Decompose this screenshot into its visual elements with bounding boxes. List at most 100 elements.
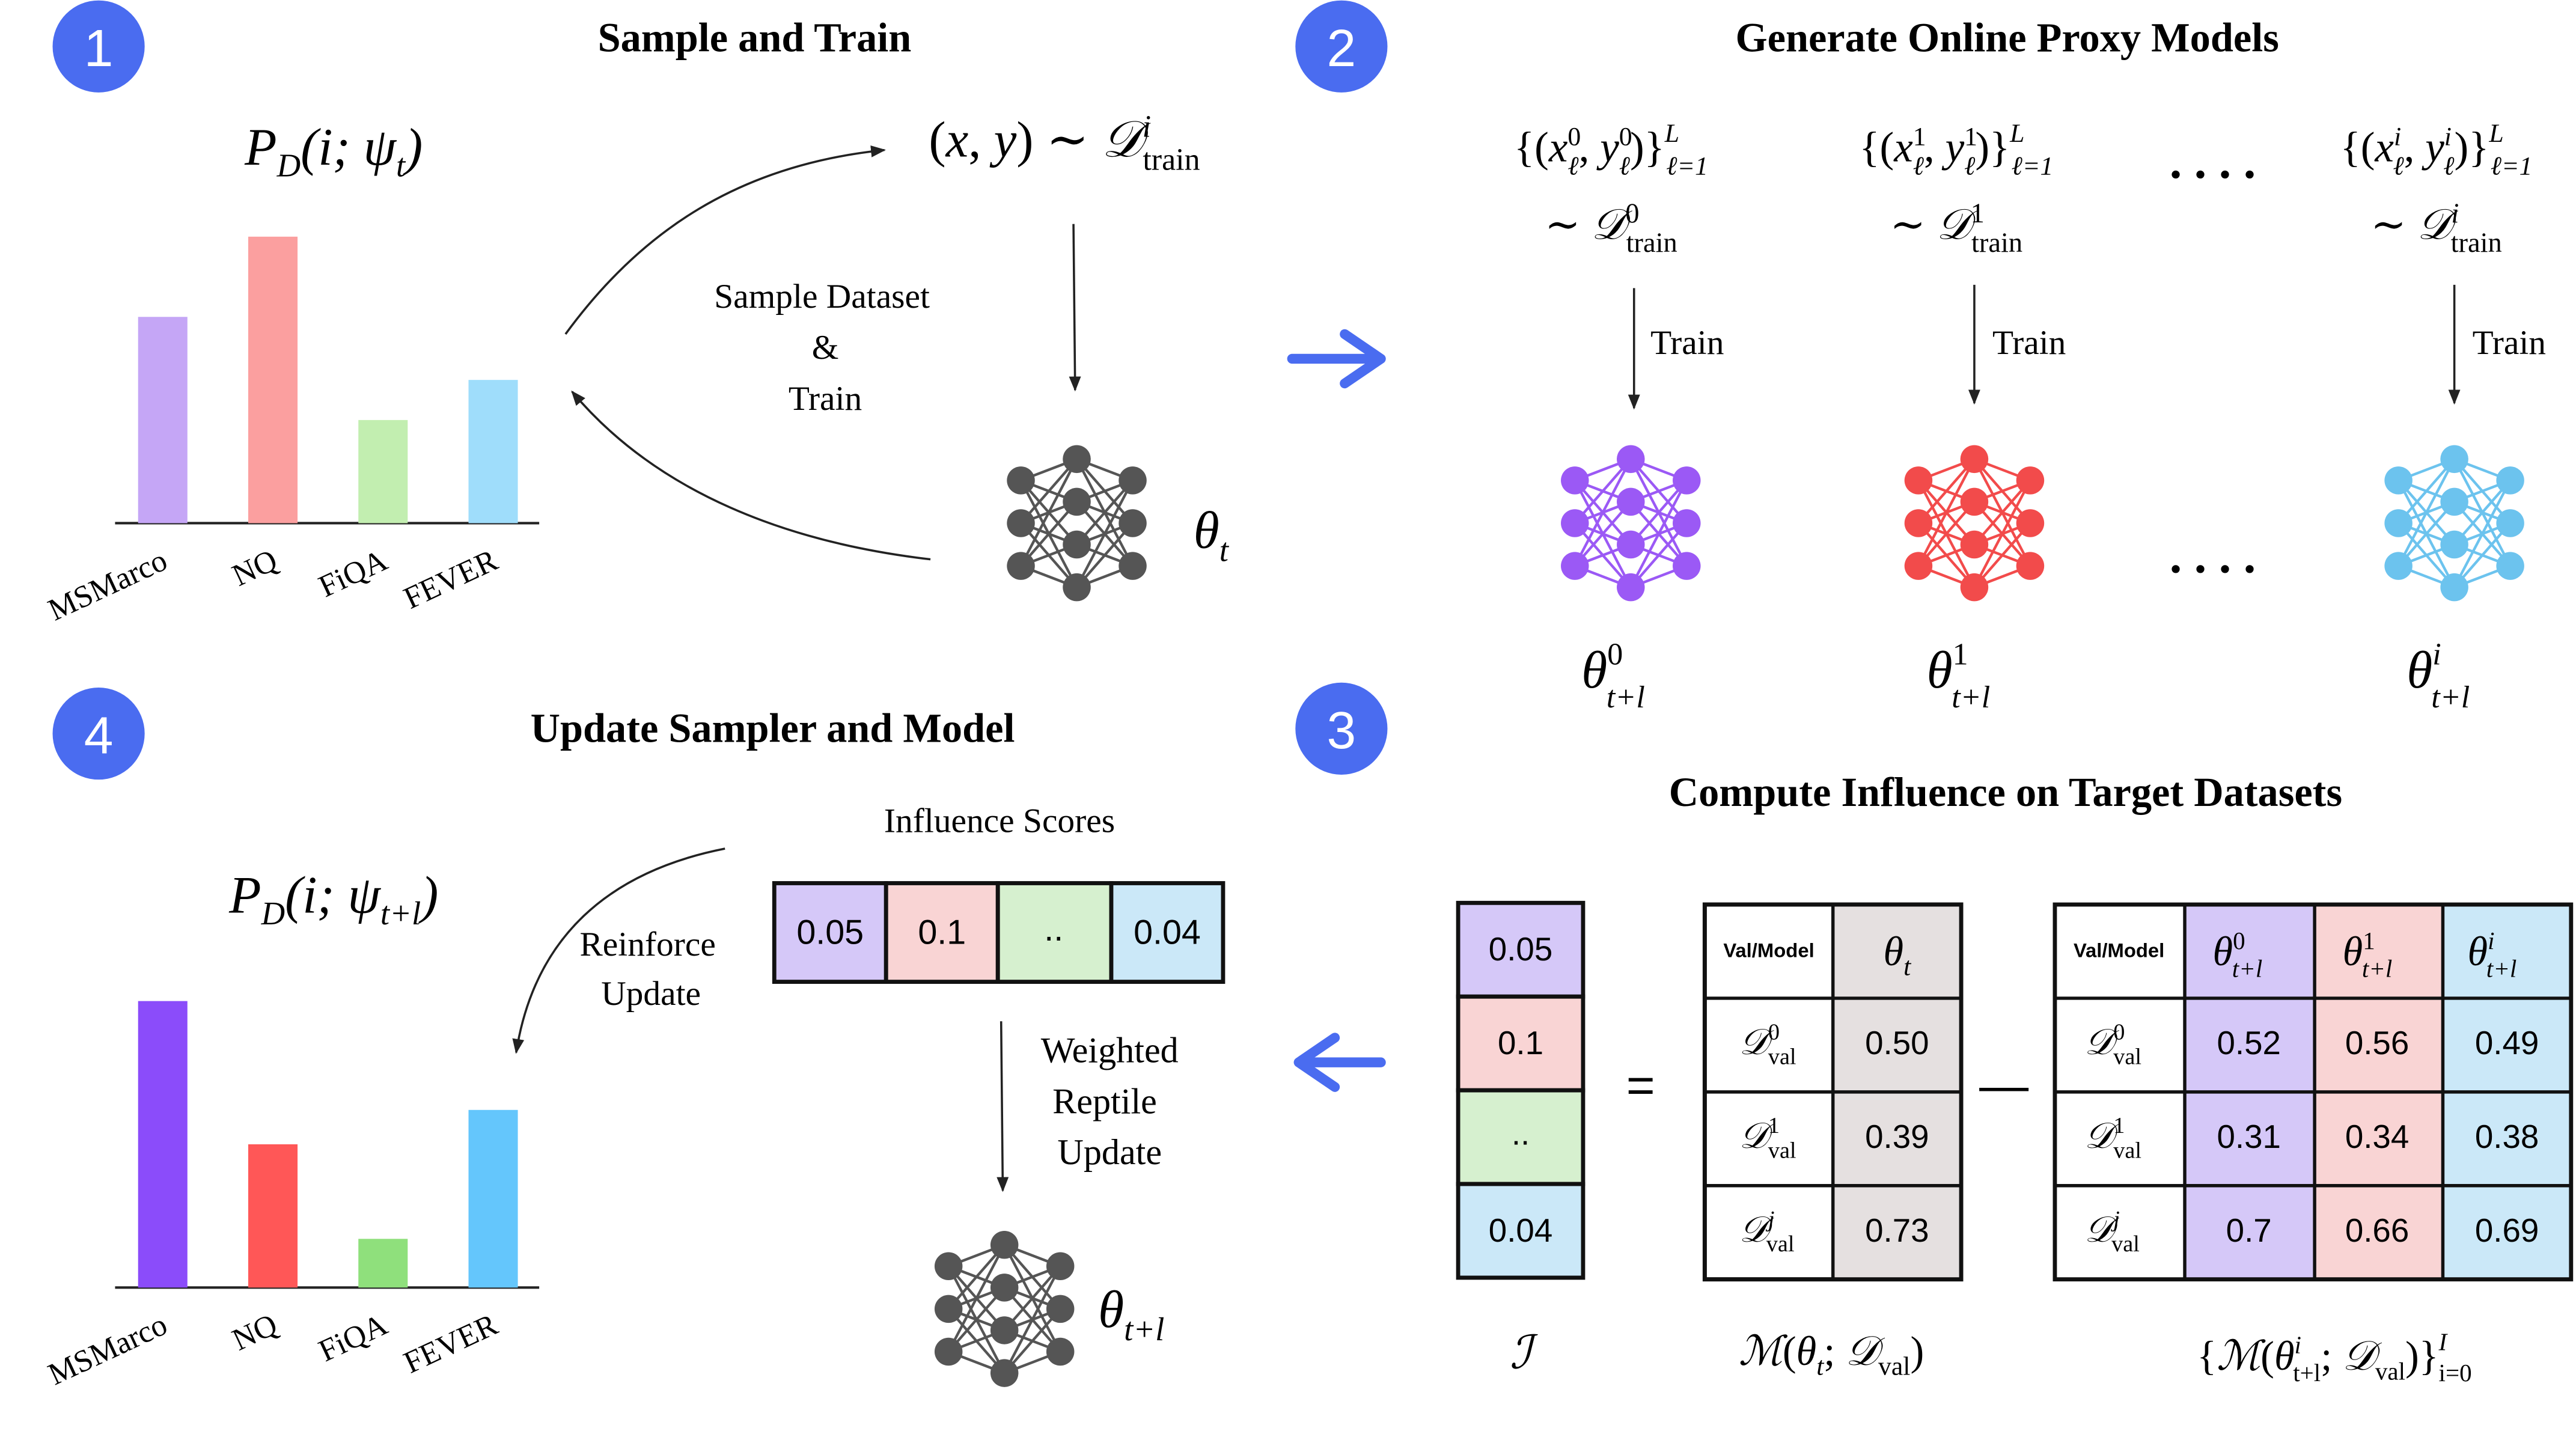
net-node <box>2384 466 2413 495</box>
net-node <box>1007 466 1035 495</box>
step-3-badge <box>1295 682 1388 775</box>
tick-label-fiqa: FiQA <box>314 543 393 604</box>
net-edge <box>1573 458 1632 567</box>
minus-sign: — <box>1979 1058 2029 1112</box>
bar-fever <box>468 380 518 523</box>
proxy-0-network <box>1561 445 1701 602</box>
arrow-reinforce <box>512 847 725 1054</box>
step-2-title: Generate Online Proxy Models <box>1735 14 2278 60</box>
tick-label-nq: NQ <box>227 1307 282 1357</box>
net-node <box>1617 573 1645 602</box>
proxy-1-network <box>1904 445 2045 602</box>
net-node <box>2496 552 2524 580</box>
tick-label-fever: FEVER <box>398 543 503 615</box>
net-node <box>1960 445 1989 474</box>
net-edge <box>1629 522 1688 588</box>
net-node <box>2384 552 2413 580</box>
net-node <box>990 1316 1019 1344</box>
proxy-i-network <box>2384 445 2524 602</box>
step-4-header: 4 Update Sampler and Model <box>52 688 1015 780</box>
score-cell-0 <box>772 881 888 984</box>
net-node <box>1561 552 1589 580</box>
net-edge <box>1917 458 1976 524</box>
tick-label-fiqa: FiQA <box>314 1307 393 1368</box>
influence-scores-title: Influence Scores <box>884 802 1115 840</box>
model-t-plus-l-label: θt+l <box>1098 1280 1164 1347</box>
net-node <box>1673 466 1701 495</box>
influence-value-3: 0.04 <box>1489 1212 1552 1249</box>
base-value-1: 0.39 <box>1865 1118 1929 1155</box>
net-edge <box>1075 479 1134 546</box>
net-node <box>1617 487 1645 516</box>
bar-msmarco <box>138 1001 188 1288</box>
proxy-1-train-label: Train <box>1992 324 2066 362</box>
net-node <box>2440 530 2468 559</box>
net-node <box>990 1274 1019 1302</box>
bar-msmarco <box>138 317 188 523</box>
score-value-0: 0.05 <box>796 914 864 952</box>
bar-fiqa <box>358 1239 408 1288</box>
net-edge <box>1917 501 1976 567</box>
influence-symbol: ℐ <box>1510 1326 1539 1379</box>
net-edge <box>2397 501 2456 567</box>
influence-vector: 0.05 0.1 .. 0.04 ℐ <box>1456 900 1586 1379</box>
net-edge <box>947 1286 1006 1353</box>
net-node <box>2496 466 2524 495</box>
net-edge <box>1629 480 1688 588</box>
influence-scores-row: 0.05 0.1 .. 0.04 <box>772 881 1225 984</box>
sample-label-line2: & <box>812 329 839 367</box>
step-2-badge <box>1295 0 1388 93</box>
bar-fever <box>468 1109 518 1288</box>
net-edge <box>1973 480 2031 588</box>
net-node <box>1960 530 1989 559</box>
score-value-2: .. <box>1044 910 1063 948</box>
tick-label-msmarco: MSMarco <box>43 1307 172 1392</box>
net-node <box>1673 552 1701 580</box>
arrow-reptile <box>997 1021 1009 1192</box>
net-node <box>1561 509 1589 537</box>
proxy-value-1-0: 0.31 <box>2217 1118 2280 1155</box>
net-node <box>1617 530 1645 559</box>
net-edge <box>2397 458 2456 567</box>
net-node <box>1617 445 1645 474</box>
net-node <box>1904 509 1933 537</box>
net-edge <box>1019 458 1078 567</box>
net-node <box>2496 509 2524 537</box>
net-node <box>1046 1252 1075 1281</box>
net-node <box>1904 466 1933 495</box>
proxy-value-0-0: 0.52 <box>2217 1024 2280 1061</box>
influence-cell-1 <box>1456 994 1586 1093</box>
net-node <box>2440 487 2468 516</box>
proxy-value-0-1: 0.56 <box>2345 1024 2409 1061</box>
net-edge <box>1629 479 1688 546</box>
net-edge <box>1075 480 1134 588</box>
model-network-t <box>1007 445 1147 602</box>
sample-label-line1: Sample Dataset <box>714 278 930 316</box>
proxy-value-2-1: 0.66 <box>2345 1212 2409 1249</box>
step-1-badge <box>52 0 145 93</box>
net-node <box>2016 466 2045 495</box>
net-node <box>934 1337 963 1366</box>
step-1-number: 1 <box>84 19 114 78</box>
arrow-step3-to-4-head <box>1293 1033 1340 1092</box>
proxy-value-2-2: 0.69 <box>2475 1212 2539 1249</box>
bar-nq <box>248 1144 298 1288</box>
panel4-dist-label: PD(i; ψt+l) <box>228 866 438 932</box>
model-network-t-plus-l <box>934 1230 1075 1387</box>
net-node <box>1063 487 1091 516</box>
step-3-number: 3 <box>1327 701 1357 760</box>
